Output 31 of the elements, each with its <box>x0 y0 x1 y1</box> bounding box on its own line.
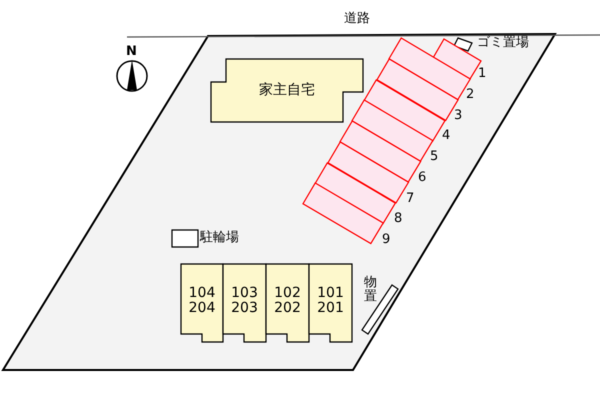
apartment-unit <box>223 264 266 342</box>
space-number: 1 <box>478 67 486 82</box>
parking-space <box>303 183 384 244</box>
north-label: N <box>126 45 137 60</box>
label-text: 駐輪場 <box>200 231 239 246</box>
road-label: 道路 <box>344 12 370 26</box>
parking-space <box>352 100 433 162</box>
house-building <box>211 59 363 122</box>
space-number: 6 <box>418 170 426 186</box>
space-number: 5 <box>430 150 438 164</box>
garbage-area-box <box>454 38 472 51</box>
unit-number-text: 101 201 <box>316 286 345 317</box>
space-number: 4 <box>442 129 450 144</box>
space-number: 8 <box>394 212 402 227</box>
space-number: 3 <box>454 108 462 123</box>
apartment-unit <box>309 264 352 342</box>
apartment-unit <box>266 264 309 342</box>
vertical-label-text: 物置 <box>364 276 378 305</box>
parking-space <box>315 162 396 224</box>
label-text: ゴミ置場 <box>477 36 529 50</box>
space-number: 7 <box>406 192 414 206</box>
space-number: 2 <box>466 88 474 102</box>
space-number: 9 <box>382 233 390 248</box>
bicycle-parking-box <box>172 230 198 247</box>
building-label: 家主自宅 <box>258 82 316 98</box>
apartment-unit <box>181 264 223 342</box>
unit-number-text: 103 203 <box>230 286 259 317</box>
unit-number-text: 104 204 <box>188 286 216 317</box>
parking-space <box>340 121 420 182</box>
unit-number-text: 102 202 <box>273 286 302 317</box>
parking-space <box>328 142 408 203</box>
